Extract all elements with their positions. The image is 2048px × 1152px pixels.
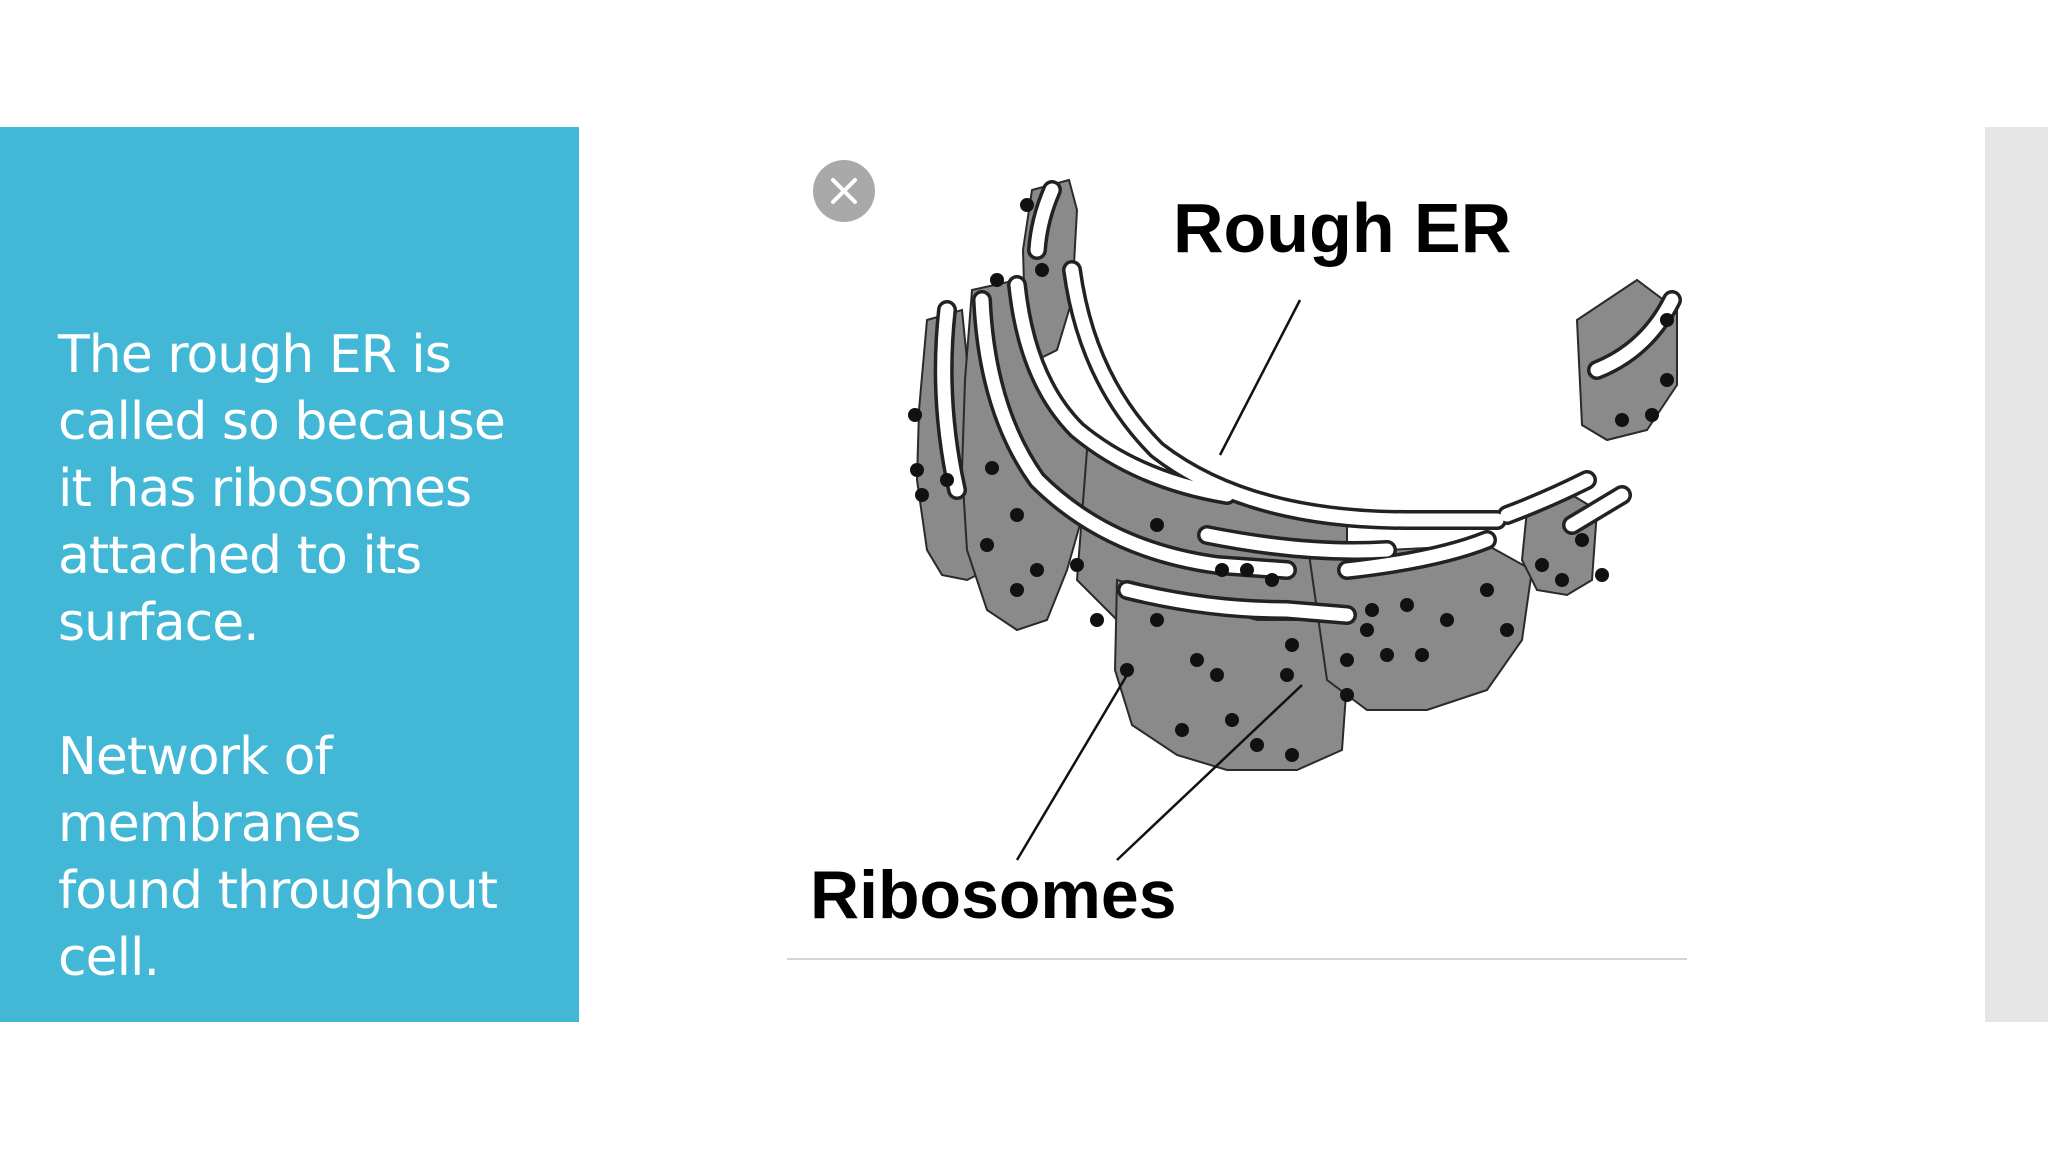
label-rough-er: Rough ER	[1173, 189, 1512, 267]
close-button[interactable]	[813, 160, 875, 222]
text-line: called so because	[58, 392, 506, 452]
paragraph-rough-er-description: The rough ER is called so because it has…	[58, 322, 558, 657]
label-ribosomes: Ribosomes	[810, 857, 1177, 933]
text-line: cell.	[58, 928, 160, 988]
text-line: membranes	[58, 794, 362, 854]
text-panel: The rough ER is called so because it has…	[0, 127, 579, 1022]
text-line: The rough ER is	[58, 325, 452, 385]
side-strip	[1985, 127, 2048, 1022]
paragraph-network-description: Network of membranes found throughout ce…	[58, 724, 558, 992]
image-bottom-rule	[787, 958, 1687, 960]
rough-er-illustration	[787, 150, 1687, 960]
text-line: it has ribosomes	[58, 459, 472, 519]
close-icon	[831, 178, 857, 204]
text-line: surface.	[58, 593, 260, 653]
rough-er-drawing	[908, 178, 1682, 861]
text-line: Network of	[58, 727, 333, 787]
text-line: attached to its	[58, 526, 422, 586]
text-line: found throughout	[58, 861, 498, 921]
